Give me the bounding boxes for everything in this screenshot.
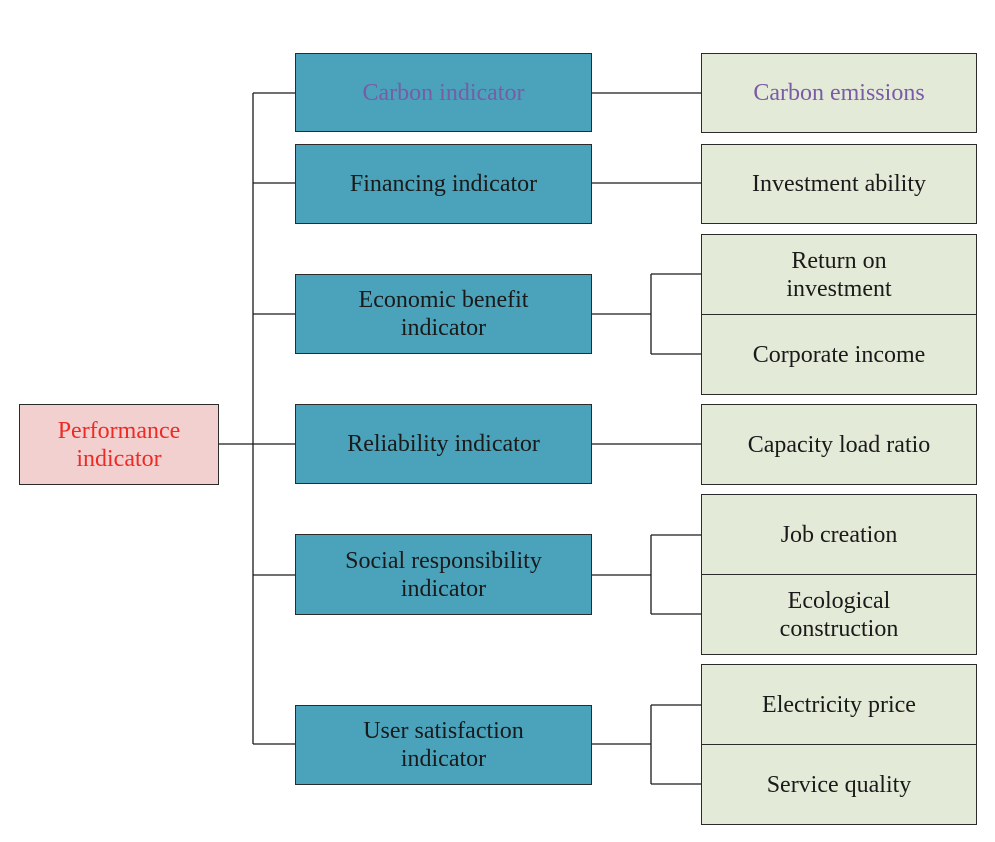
capacity-load-ratio-node: Capacity load ratio (701, 404, 977, 485)
ecological-construction-node: Ecological construction (701, 574, 977, 655)
ecological-construction-label: Ecological construction (779, 587, 899, 642)
investment-ability-label: Investment ability (752, 171, 926, 197)
job-creation-label: Job creation (780, 521, 898, 548)
economic-benefit-indicator-label: Economic benefit indicator (358, 287, 529, 341)
corporate-income-node: Corporate income (701, 314, 977, 395)
reliability-indicator-label: Reliability indicator (347, 431, 540, 457)
user-satisfaction-indicator-label: User satisfaction indicator (363, 718, 524, 772)
economic-benefit-indicator-node: Economic benefit indicator (295, 274, 592, 354)
electricity-price-label: Electricity price (762, 691, 916, 718)
return-on-investment-label: Return on investment (786, 247, 892, 302)
service-quality-node: Service quality (701, 744, 977, 825)
social-responsibility-indicator-label: Social responsibility indicator (345, 547, 542, 602)
social-responsibility-indicator-node: Social responsibility indicator (295, 534, 592, 615)
investment-ability-node: Investment ability (701, 144, 977, 224)
electricity-price-node: Electricity price (701, 664, 977, 745)
carbon-indicator-label: Carbon indicator (362, 79, 525, 106)
financing-indicator-label: Financing indicator (349, 171, 538, 197)
job-creation-node: Job creation (701, 494, 977, 575)
performance-indicator-node: Performance indicator (19, 404, 219, 485)
carbon-indicator-node: Carbon indicator (295, 53, 592, 132)
return-on-investment-node: Return on investment (701, 234, 977, 315)
service-quality-label: Service quality (766, 771, 912, 798)
user-satisfaction-indicator-node: User satisfaction indicator (295, 705, 592, 785)
corporate-income-label: Corporate income (752, 341, 926, 368)
carbon-emissions-node: Carbon emissions (701, 53, 977, 133)
financing-indicator-node: Financing indicator (295, 144, 592, 224)
performance-indicator-label: Performance indicator (57, 417, 181, 472)
reliability-indicator-node: Reliability indicator (295, 404, 592, 484)
carbon-emissions-label: Carbon emissions (753, 80, 925, 106)
capacity-load-ratio-label: Capacity load ratio (747, 431, 931, 458)
